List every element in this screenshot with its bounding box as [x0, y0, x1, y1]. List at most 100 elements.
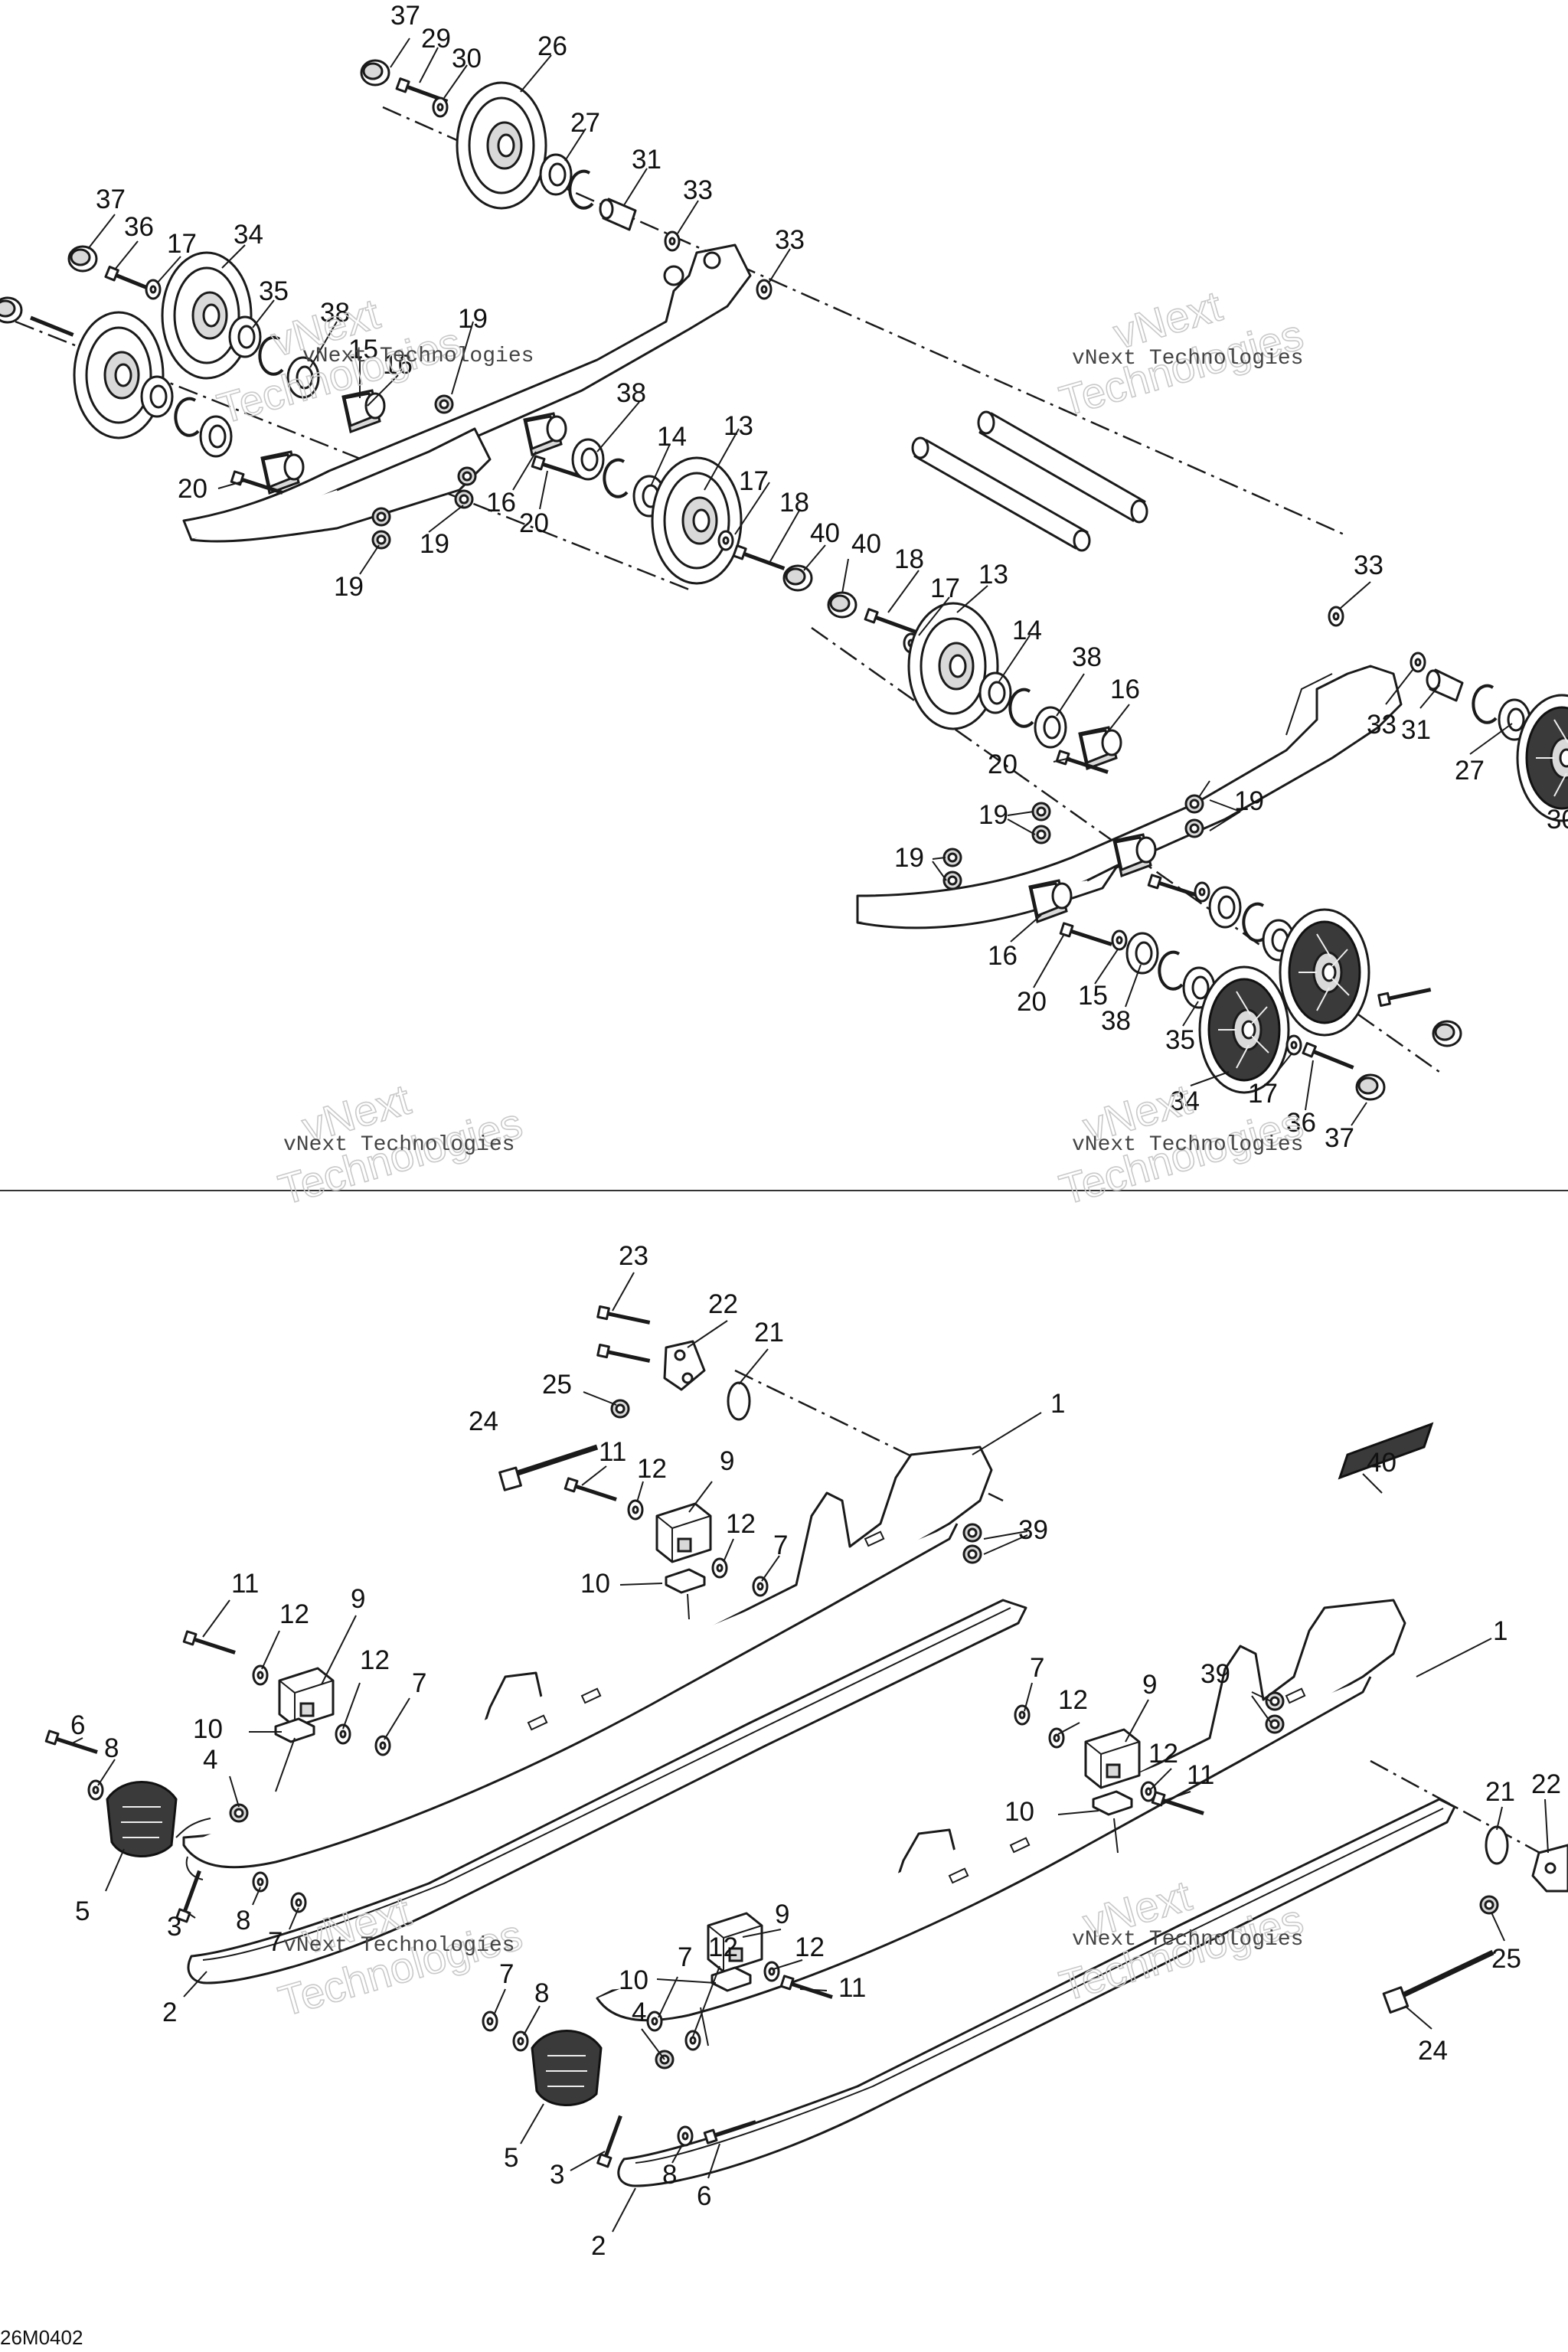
callout-13: 13: [724, 411, 753, 441]
clip-right-center: [1008, 688, 1034, 728]
callout-26: 26: [537, 31, 567, 61]
upper-assembly: [0, 59, 1568, 1101]
callout-33: 33: [775, 225, 805, 255]
nut-4-left: [229, 1803, 249, 1823]
nut-19-e: [371, 530, 391, 550]
callout-7: 7: [678, 1942, 692, 1972]
stopper-10-top: [665, 1568, 706, 1594]
callout-21: 21: [754, 1318, 784, 1348]
callout-25: 25: [542, 1370, 572, 1400]
nut-19-d: [371, 507, 391, 527]
callout-34: 34: [234, 220, 263, 250]
callout-8: 8: [534, 1978, 549, 2008]
callout-6: 6: [697, 2181, 711, 2211]
callout-2: 2: [162, 1998, 177, 2027]
nut-19-b: [457, 466, 477, 486]
callout-16: 16: [1110, 675, 1140, 704]
callout-7: 7: [1030, 1653, 1044, 1683]
nut-19-g: [1184, 818, 1204, 838]
nut-19-k: [942, 871, 962, 890]
callout-16: 16: [383, 350, 413, 380]
bearing-right-d: [1208, 886, 1242, 929]
callout-36: 36: [1286, 1108, 1316, 1138]
washer-12-top-b: [711, 1557, 728, 1579]
callout-14: 14: [657, 422, 687, 452]
callout-20: 20: [988, 750, 1018, 779]
cap-right-f: [1432, 1020, 1462, 1047]
callout-22: 22: [1531, 1769, 1561, 1799]
callout-8: 8: [104, 1733, 119, 1763]
callout-1: 1: [1050, 1389, 1065, 1419]
bolt-24-right: [1382, 1949, 1494, 2014]
bolt-24-top: [498, 1444, 599, 1491]
callout-3: 3: [167, 1912, 181, 1942]
washer-12-right-c: [684, 2030, 701, 2051]
callout-5: 5: [504, 2143, 518, 2173]
callout-9: 9: [775, 1900, 789, 1929]
callout-30: 30: [1547, 805, 1568, 835]
callout-40: 40: [810, 518, 840, 548]
callout-22: 22: [708, 1289, 738, 1319]
callout-33: 33: [1367, 710, 1396, 740]
callout-7: 7: [773, 1530, 788, 1560]
callout-27: 27: [570, 108, 600, 138]
callout-1: 1: [1493, 1616, 1508, 1646]
callout-20: 20: [178, 474, 207, 504]
adjuster-16-right-b: [1028, 879, 1073, 923]
callout-39: 39: [1018, 1515, 1048, 1545]
spacer-31-top: [599, 198, 637, 231]
callout-3: 3: [550, 2160, 564, 2190]
callout-11: 11: [1187, 1760, 1214, 1790]
callout-38: 38: [616, 378, 646, 408]
callout-19: 19: [420, 529, 449, 559]
clip-top: [568, 169, 594, 210]
nut-25-top: [610, 1399, 630, 1419]
watermark-small: vNext Technologies: [302, 345, 534, 368]
nut-19-f: [1184, 794, 1204, 814]
watermark-small: vNext Technologies: [1072, 1133, 1303, 1157]
callout-38: 38: [1072, 642, 1102, 672]
watermark-small: vNext Technologies: [283, 1934, 514, 1958]
callout-18: 18: [894, 544, 924, 574]
clip-left-b: [174, 397, 200, 437]
nut-19-h: [1031, 802, 1051, 822]
callout-23: 23: [619, 1241, 648, 1271]
callout-17: 17: [1248, 1079, 1278, 1109]
cap-37-right: [1355, 1073, 1386, 1101]
wheel-34-left: [161, 251, 253, 380]
watermark-small: vNext Technologies: [283, 1133, 514, 1157]
callout-18: 18: [779, 488, 809, 518]
cap-40-center: [782, 564, 813, 592]
callout-12: 12: [637, 1454, 667, 1484]
callout-8: 8: [662, 2160, 677, 2190]
callout-40: 40: [1367, 1448, 1396, 1478]
bearing-38-center: [571, 438, 605, 481]
block-9-top: [655, 1502, 712, 1563]
lower-axis-right: [1370, 1759, 1568, 1870]
washer-33-c: [1328, 606, 1344, 627]
cap-37-left: [67, 245, 98, 273]
bumper-5-left: [106, 1781, 178, 1858]
callout-17: 17: [930, 573, 960, 603]
callout-19: 19: [458, 304, 488, 334]
callout-37: 37: [390, 1, 420, 31]
washer-17-lower-right: [1285, 1034, 1302, 1056]
washer-33-d: [1410, 652, 1426, 673]
washer-7-left: [374, 1735, 391, 1756]
wheel-right-upper: [1279, 908, 1370, 1037]
callout-31: 31: [1401, 715, 1431, 745]
cap-left-far: [0, 296, 23, 324]
bolt-20-right-b: [1060, 923, 1113, 949]
callout-4: 4: [632, 1998, 646, 2027]
callout-labels: 37 29 30 26 27 31 33 33 37 36 17 34 35 3…: [70, 1, 1568, 2261]
callout-12: 12: [279, 1599, 309, 1629]
watermarks: vNext Technologies vNext Technologies vN…: [211, 281, 1308, 2027]
callout-5: 5: [75, 1896, 90, 1926]
slide-2-left: [187, 1599, 1027, 1984]
nut-39-c: [1265, 1691, 1285, 1711]
callout-6: 6: [70, 1710, 85, 1740]
callout-7: 7: [499, 1959, 514, 1989]
bolt-23-b: [598, 1344, 651, 1366]
plate-21-right: [1485, 1825, 1509, 1865]
drawing-code: 26M0402: [0, 2326, 83, 2349]
